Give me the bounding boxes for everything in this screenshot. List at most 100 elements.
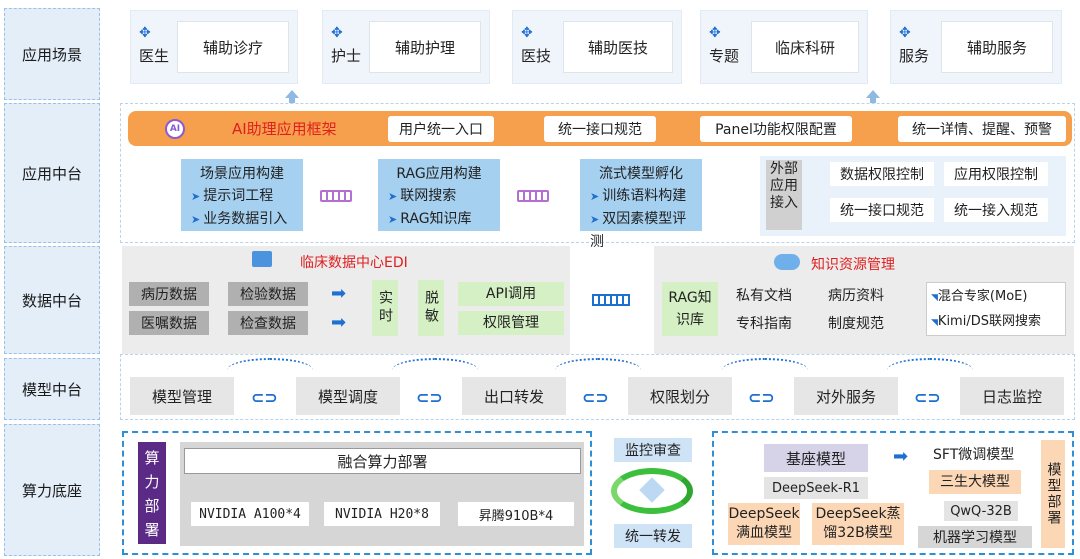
api-box: API调用 xyxy=(458,282,564,306)
grid-icon: ✥ xyxy=(521,25,533,41)
scenario-tag: 专题 xyxy=(709,47,740,65)
edi-title: 临床数据中心EDI xyxy=(300,255,408,271)
external-title: 外部应用接入 xyxy=(766,160,802,230)
scenario-tag: 医生 xyxy=(139,47,170,65)
model-center-item: 模型管理 xyxy=(130,377,234,415)
builder-item: ➤联网搜索 xyxy=(388,185,490,208)
layer-label-data-center: 数据中台 xyxy=(4,246,100,354)
models-panel xyxy=(712,431,1074,555)
model-center-band xyxy=(120,354,1075,420)
layer-label-model-center: 模型中台 xyxy=(4,358,100,420)
builder-item: ➤双因素模型评测 xyxy=(590,208,692,253)
model-center-item: 对外服务 xyxy=(794,377,898,415)
builder-title: 流式模型孵化 xyxy=(599,166,683,182)
external-item: 统一接入规范 xyxy=(944,198,1048,222)
dotted-arc xyxy=(722,358,808,382)
builder-rag: RAG应用构建 ➤联网搜索 ➤RAG知识库 xyxy=(378,159,500,231)
edi-data-item: 病历数据 xyxy=(129,282,209,306)
framework-title: AI助理应用框架 xyxy=(232,120,337,138)
pill-panel-permission: Panel功能权限配置 xyxy=(700,116,852,142)
scenario-tech: ✥ 医技 辅助医技 xyxy=(512,10,682,84)
extra-item-text: 混合专家(MoE) xyxy=(937,289,1028,304)
bullet-icon: ➤ xyxy=(590,190,600,203)
connector-icon xyxy=(517,190,549,202)
deepseek-distill-box: DeepSeek蒸馏32B模型 xyxy=(812,503,904,545)
builder-title: RAG应用构建 xyxy=(396,166,482,182)
fusion-box: 融合算力部署 xyxy=(184,448,581,474)
bullet-icon: ➤ xyxy=(388,213,398,226)
model-center-item: 出口转发 xyxy=(462,377,566,415)
builder-title: 场景应用构建 xyxy=(200,166,284,182)
sft-model-label: SFT微调模型 xyxy=(933,447,1015,463)
builder-item: ➤训练语料构建 xyxy=(590,185,692,208)
builder-item-text: 业务数据引入 xyxy=(203,211,288,227)
edi-data-item: 医嘱数据 xyxy=(129,311,209,335)
pill-interface-spec: 统一接口规范 xyxy=(544,116,656,142)
builder-item-text: 双因素模型评测 xyxy=(590,211,687,250)
external-item: 数据权限控制 xyxy=(830,162,934,186)
builder-item-text: RAG知识库 xyxy=(400,211,472,227)
scenario-doctor: ✥ 医生 辅助诊疗 xyxy=(130,10,298,84)
scenario-service: ✥ 服务 辅助服务 xyxy=(890,10,1062,84)
rag-kb-box: RAG知识库 xyxy=(662,282,718,336)
link-icon: ⊂⊃ xyxy=(914,388,941,407)
base-model-box: 基座模型 xyxy=(764,444,868,472)
extras-box: ◥混合专家(MoE) ◥Kimi/DS联网搜索 xyxy=(926,282,1066,336)
corner-icon: ◥ xyxy=(931,293,938,303)
layer-label-app-center: 应用中台 xyxy=(4,103,100,243)
cycle-icon xyxy=(611,468,693,514)
bullet-icon: ➤ xyxy=(590,213,600,226)
builder-item-text: 联网搜索 xyxy=(400,188,457,204)
scenario-box: 辅助护理 xyxy=(369,21,481,73)
builder-scene: 场景应用构建 ➤提示词工程 ➤业务数据引入 xyxy=(181,159,303,231)
connector-icon xyxy=(592,294,630,306)
builder-stream: 流式模型孵化 ➤训练语料构建 ➤双因素模型评测 xyxy=(580,159,702,250)
desens-box: 脱敏 xyxy=(418,280,444,336)
app-center-band xyxy=(120,103,1075,243)
extra-item-text: Kimi/DS联网搜索 xyxy=(937,314,1041,329)
sansheng-box: 三生大模型 xyxy=(929,470,1021,494)
link-icon: ⊂⊃ xyxy=(582,388,609,407)
ml-model-box: 机器学习模型 xyxy=(918,526,1032,548)
scenario-tag: 医技 xyxy=(521,47,552,65)
model-center-item: 模型调度 xyxy=(296,377,400,415)
grid-icon: ✥ xyxy=(331,25,343,41)
layer-label-compute: 算力底座 xyxy=(4,424,100,556)
right-arrow-icon: ➡ xyxy=(331,312,347,333)
scenario-box: 临床科研 xyxy=(751,21,859,73)
link-icon: ⊂⊃ xyxy=(748,388,775,407)
monitor-icon xyxy=(252,251,272,267)
grid-icon: ✥ xyxy=(139,25,151,41)
bullet-icon: ➤ xyxy=(388,190,398,203)
grid-icon: ✥ xyxy=(899,25,911,41)
external-item: 应用权限控制 xyxy=(944,162,1048,186)
up-arrow-icon xyxy=(866,90,880,103)
pill-alerts: 统一详情、提醒、预警 xyxy=(898,116,1066,142)
gpu-box: 昇腾910B*4 xyxy=(458,502,574,526)
edi-data-item: 检验数据 xyxy=(228,282,308,306)
r1-box: DeepSeek-R1 xyxy=(764,477,868,499)
edi-data-item: 检查数据 xyxy=(228,311,308,335)
right-arrow-icon: ➡ xyxy=(893,446,909,467)
monitor-box: 监控审查 xyxy=(614,438,692,462)
ai-logo-text: AI xyxy=(169,124,181,134)
grid-icon: ✥ xyxy=(709,25,721,41)
knowledge-item: 专科指南 xyxy=(724,311,804,335)
model-center-item: 日志监控 xyxy=(960,377,1064,415)
builder-item: ➤提示词工程 xyxy=(191,185,293,208)
up-arrow-icon xyxy=(285,90,299,103)
model-side-label: 模型部署 xyxy=(1041,440,1065,548)
gpu-box: NVIDIA H20*8 xyxy=(324,502,440,526)
rag-kb-text: RAG知识库 xyxy=(668,290,712,328)
forward-box: 统一转发 xyxy=(614,524,692,548)
perm-box: 权限管理 xyxy=(458,311,564,335)
builder-item: ➤业务数据引入 xyxy=(191,208,293,231)
link-icon: ⊂⊃ xyxy=(251,388,278,407)
right-arrow-icon: ➡ xyxy=(331,283,347,304)
corner-icon: ◥ xyxy=(931,318,938,328)
scenario-box: 辅助服务 xyxy=(941,21,1053,73)
knowledge-item: 病历资料 xyxy=(816,283,896,307)
builder-item-text: 训练语料构建 xyxy=(602,188,687,204)
scenario-research: ✥ 专题 临床科研 xyxy=(700,10,868,84)
qwq-box: QwQ-32B xyxy=(944,501,1018,521)
